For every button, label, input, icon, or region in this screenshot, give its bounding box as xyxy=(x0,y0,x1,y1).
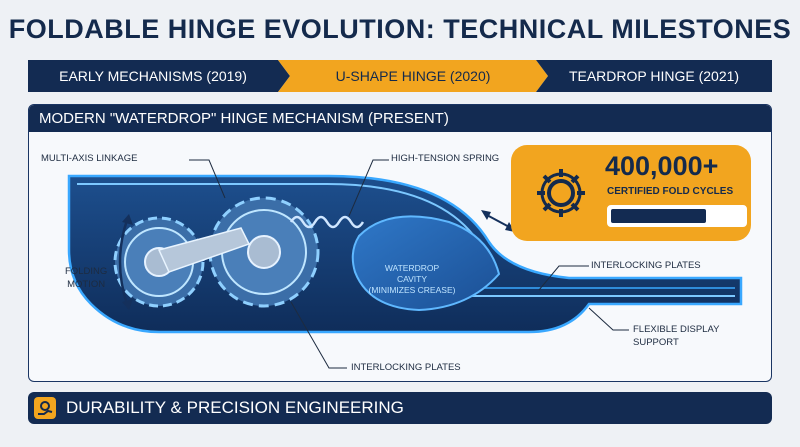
label-folding-motion: FOLDING MOTION xyxy=(65,265,107,291)
label-high-tension-spring: HIGH-TENSION SPRING xyxy=(391,153,500,164)
panel-header: MODERN "WATERDROP" HINGE MECHANISM (PRES… xyxy=(29,105,771,132)
fold-cycles-caption: CERTIFIED FOLD CYCLES xyxy=(607,186,734,197)
folding-motion-arrow-head xyxy=(122,214,133,225)
tension-spring xyxy=(289,215,365,229)
gear-icon xyxy=(537,169,585,217)
leader-line xyxy=(538,265,589,291)
label-waterdrop-cavity: WATERDROP CAVITY (MINIMIZES CREASE) xyxy=(347,263,477,296)
leader-line xyxy=(290,301,347,369)
folding-motion-arrow-head xyxy=(122,299,133,310)
right-gear-icon xyxy=(208,196,320,308)
timeline-step-teardrop-hinge[interactable]: TEARDROP HINGE (2021) xyxy=(536,60,772,92)
label-folding-line: FOLDING xyxy=(65,266,108,277)
motion-arrow xyxy=(484,213,512,229)
fold-cycles-progress-track xyxy=(607,205,747,227)
waterdrop-cavity xyxy=(351,215,501,312)
hand-gear-icon xyxy=(34,397,56,419)
label-multi-axis-linkage: MULTI-AXIS LINKAGE xyxy=(41,153,138,164)
label-interlocking-plates-bottom: INTERLOCKING PLATES xyxy=(351,362,461,373)
leader-line xyxy=(348,159,389,217)
label-cavity-line: WATERDROP xyxy=(384,263,440,273)
label-cavity-line: CAVITY xyxy=(396,274,428,284)
timeline-step-label: U-SHAPE HINGE (2020) xyxy=(335,68,491,84)
fold-cycles-value: 400,000+ xyxy=(605,151,719,181)
timeline-step-label: TEARDROP HINGE (2021) xyxy=(568,68,740,84)
timeline-step-label: EARLY MECHANISMS (2019) xyxy=(59,68,247,84)
hand-gear-glyph xyxy=(38,401,53,415)
footer-bar: DURABILITY & PRECISION ENGINEERING xyxy=(28,392,772,424)
top-plate xyxy=(77,183,482,247)
label-flex-line: SUPPORT xyxy=(633,337,679,348)
label-motion-line: MOTION xyxy=(67,279,106,290)
timeline-step-u-shape-hinge[interactable]: U-SHAPE HINGE (2020) xyxy=(278,60,548,92)
leader-line xyxy=(588,307,629,331)
folding-motion-arrow xyxy=(118,219,129,305)
hinge-diagram xyxy=(67,159,743,369)
label-flex-line: FLEXIBLE DISPLAY xyxy=(633,324,720,335)
label-interlocking-plates-right: INTERLOCKING PLATES xyxy=(591,260,701,271)
timeline-bar: EARLY MECHANISMS (2019) U-SHAPE HINGE (2… xyxy=(28,60,772,92)
timeline-step-early-mechanisms[interactable]: EARLY MECHANISMS (2019) xyxy=(28,60,290,92)
leader-line xyxy=(189,159,226,199)
linkage-arm xyxy=(157,227,251,273)
motion-arrow-head xyxy=(481,210,491,220)
fold-cycles-progress-fill xyxy=(611,209,706,223)
fold-cycles-card: 400,000+ CERTIFIED FOLD CYCLES xyxy=(511,145,751,241)
label-flexible-display-support: FLEXIBLE DISPLAY SUPPORT xyxy=(633,323,719,349)
mechanism-panel: MODERN "WATERDROP" HINGE MECHANISM (PRES… xyxy=(28,104,772,382)
page-title: FOLDABLE HINGE EVOLUTION: TECHNICAL MILE… xyxy=(8,14,792,44)
footer-text: DURABILITY & PRECISION ENGINEERING xyxy=(66,398,404,417)
label-cavity-line: (MINIMIZES CREASE) xyxy=(368,285,456,295)
